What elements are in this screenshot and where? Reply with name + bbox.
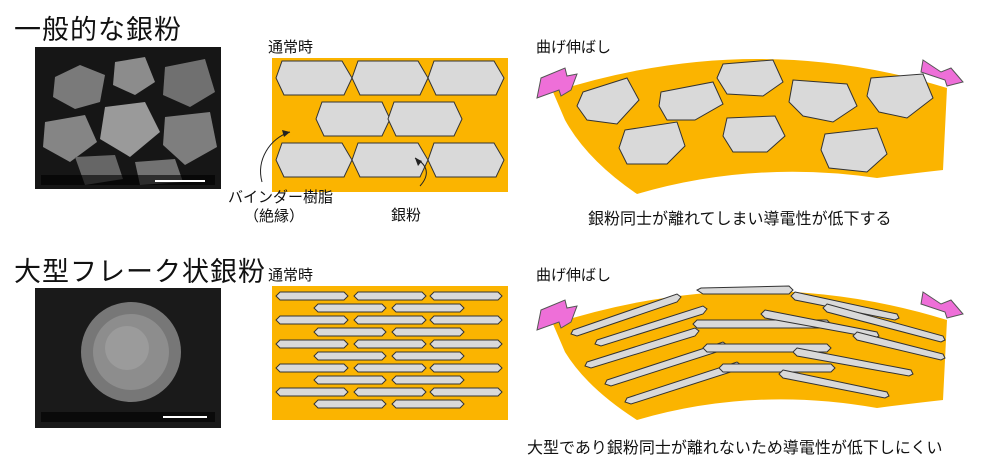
- sem-photo-flake-silver: [35, 288, 221, 428]
- section1-normal-label: 通常時: [268, 38, 314, 56]
- section1-bend-caption: 銀粉同士が離れてしまい導電性が低下する: [588, 209, 892, 228]
- section2-title: 大型フレーク状銀粉: [14, 257, 266, 288]
- normal-state-general-diagram: [272, 58, 508, 192]
- bent-state-general-diagram: [536, 58, 964, 194]
- section1-title: 一般的な銀粉: [14, 15, 182, 46]
- insulation-label: （絶縁）: [244, 207, 305, 225]
- sem-photo-general-silver: [35, 47, 221, 189]
- normal-state-flake-diagram: [272, 286, 508, 420]
- section2-normal-label: 通常時: [268, 266, 314, 284]
- binder-resin-label: バインダー樹脂: [228, 188, 334, 206]
- silver-powder-label: 銀粉: [391, 206, 422, 224]
- section2-bend-label: 曲げ伸ばし: [536, 266, 612, 284]
- section1-bend-label: 曲げ伸ばし: [536, 38, 612, 56]
- bent-state-flake-diagram: [536, 285, 964, 420]
- callout-lines: [260, 130, 427, 187]
- section2-bend-caption: 大型であり銀粉同士が離れないため導電性が低下しにくい: [527, 438, 943, 457]
